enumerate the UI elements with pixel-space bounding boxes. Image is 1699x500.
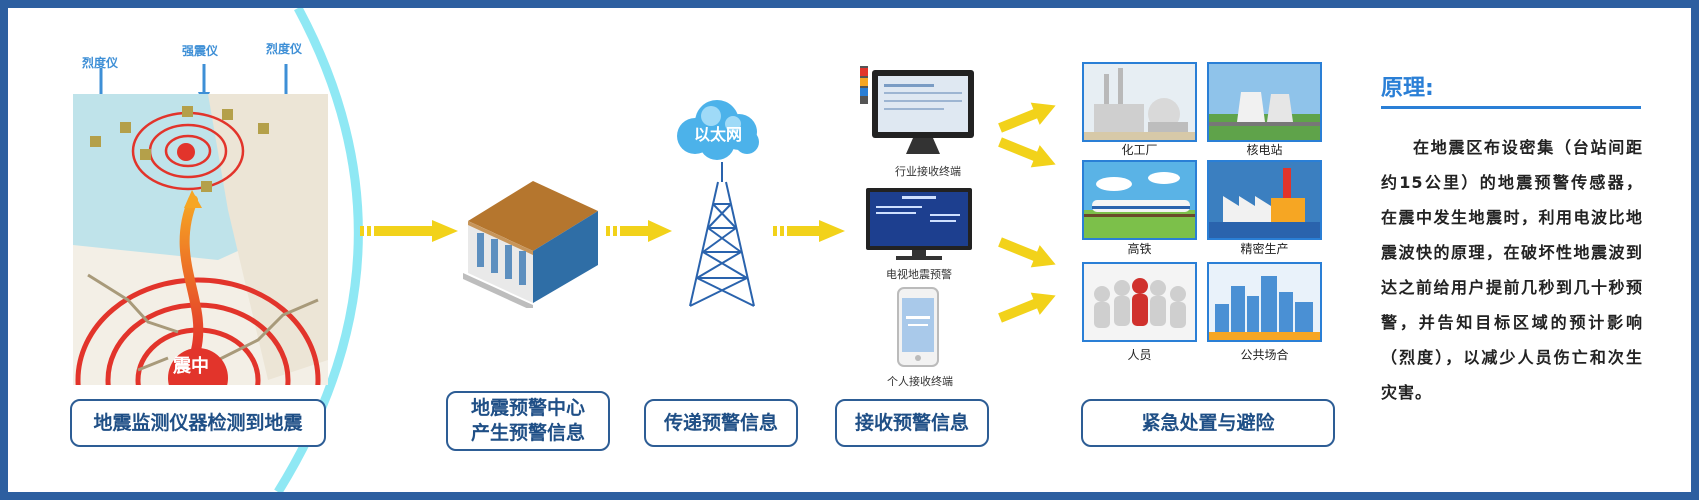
fan-arrows [998, 102, 1056, 323]
caption-personnel: 人员 [1127, 348, 1152, 362]
tile-personnel [1082, 262, 1197, 342]
chemical-plant-icon [1084, 64, 1195, 140]
high-speed-rail-icon [1084, 162, 1195, 238]
step-4-pill: 接收预警信息 [835, 399, 989, 447]
caption-high-speed-rail: 高铁 [1127, 242, 1152, 256]
principle-text: 在地震区布设密集（台站间距约15公里）的地震预警传感器，在震中发生地震时，利用电… [1381, 138, 1643, 402]
step-1-pill: 地震监测仪器检测到地震 [70, 399, 326, 447]
diagram-canvas: 烈度仪 强震仪 烈度仪 [8, 8, 1691, 492]
step-1-label: 地震监测仪器检测到地震 [93, 411, 303, 434]
personnel-icon [1084, 264, 1195, 340]
tv-terminal-icon [866, 188, 972, 260]
caption-chemical-plant: 化工厂 [1121, 143, 1158, 157]
public-places-icon [1209, 264, 1320, 340]
industry-terminal-icon [860, 66, 974, 154]
tile-public-places [1207, 262, 1322, 342]
sensor-label-intensity-left: 烈度仪 [82, 56, 119, 70]
principle-title: 原理: [1381, 76, 1434, 101]
precision-production-icon [1209, 162, 1320, 238]
step-5-pill: 紧急处置与避险 [1081, 399, 1335, 447]
personal-terminal-icon [897, 287, 939, 367]
step-2-pill: 地震预警中心 产生预警信息 [446, 391, 610, 451]
tile-nuclear-plant [1207, 62, 1322, 142]
transmission-tower-icon [689, 162, 755, 307]
caption-public-places: 公共场合 [1240, 348, 1289, 362]
tile-precision-production [1207, 160, 1322, 240]
epicenter-label: 震中 [173, 356, 209, 377]
step-2-label-line2: 产生预警信息 [470, 422, 585, 444]
step-3-label: 传递预警信息 [663, 411, 778, 434]
sensor-label-strong-motion: 强震仪 [182, 44, 219, 58]
warning-center-building-icon [463, 181, 598, 308]
principle-underline [1381, 106, 1641, 109]
tile-high-speed-rail [1082, 160, 1197, 240]
earthquake-scene [73, 64, 328, 385]
tv-terminal-label: 电视地震预警 [886, 268, 952, 281]
ethernet-cloud-icon [677, 100, 759, 160]
ethernet-label: 以太网 [694, 125, 743, 144]
personal-terminal-label: 个人接收终端 [887, 375, 953, 388]
step-5-label: 紧急处置与避险 [1141, 411, 1275, 434]
step-3-pill: 传递预警信息 [644, 399, 798, 447]
flow-arrow-3 [773, 220, 845, 242]
industry-terminal-label: 行业接收终端 [895, 165, 961, 178]
step-2-label-line1: 地震预警中心 [470, 397, 585, 419]
flow-arrow-1 [360, 220, 458, 242]
nuclear-plant-icon [1209, 64, 1320, 140]
sensor-label-intensity-right: 烈度仪 [266, 42, 303, 56]
step-4-label: 接收预警信息 [854, 411, 969, 434]
flow-arrow-2 [606, 220, 672, 242]
tile-chemical-plant [1082, 62, 1197, 142]
caption-nuclear-plant: 核电站 [1246, 143, 1283, 157]
caption-precision-production: 精密生产 [1240, 242, 1289, 256]
